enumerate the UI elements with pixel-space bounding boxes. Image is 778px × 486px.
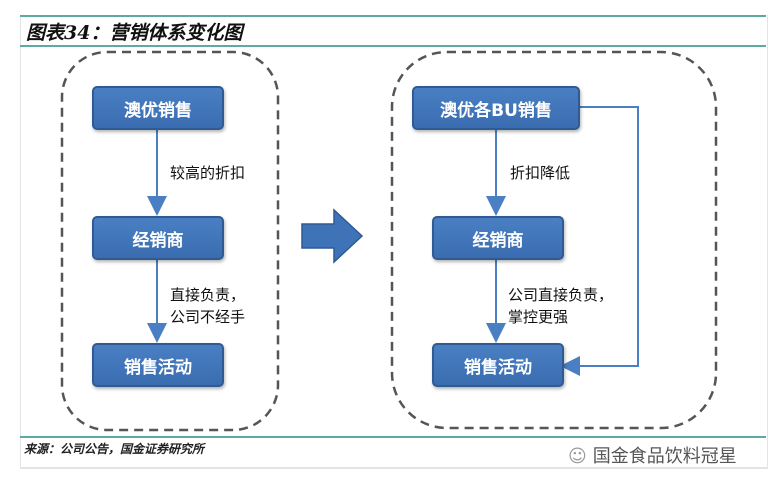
left-edge-label-1: 较高的折扣 (170, 164, 246, 182)
right-node-distributor: 经销商 (432, 216, 564, 260)
divider (20, 436, 766, 438)
left-edge-label-2b: 公司不经手 (170, 308, 246, 326)
divider (20, 15, 766, 17)
right-node-bu-sales: 澳优各BU销售 (412, 86, 580, 130)
left-edge-label-2a: 直接负责， (170, 286, 246, 304)
left-node-activity: 销售活动 (92, 343, 224, 387)
left-dashed-group (60, 50, 280, 432)
arrow-direct-feedback (560, 106, 639, 376)
figure-title: 图表34：营销体系变化图 (26, 22, 243, 44)
left-node-sales: 澳优销售 (92, 86, 224, 130)
right-edge-label-2a: 公司直接负责， (508, 286, 614, 304)
left-node-distributor: 经销商 (92, 216, 224, 260)
wechat-icon: ☺ (568, 446, 587, 467)
watermark-text: 国金食品饮料冠星 (592, 446, 737, 467)
figure-frame (20, 15, 768, 469)
right-edge-label-1: 折扣降低 (510, 164, 571, 182)
divider (20, 45, 766, 47)
watermark: ☺国金食品饮料冠星 (568, 442, 737, 468)
right-dashed-group (390, 50, 718, 430)
source-note: 来源：公司公告，国金证券研究所 (24, 442, 205, 456)
transition-arrow-icon (301, 208, 364, 264)
right-edge-label-2b: 掌控更强 (508, 308, 569, 326)
right-node-activity: 销售活动 (432, 343, 564, 387)
